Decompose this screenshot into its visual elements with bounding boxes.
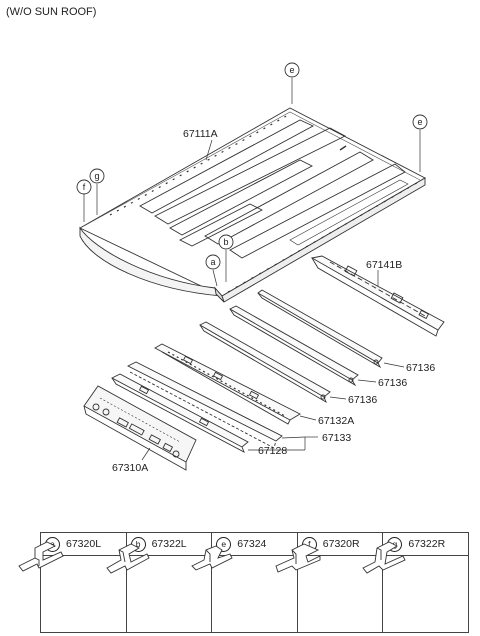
rail-67132A	[154, 343, 301, 425]
label-67133: 67133	[322, 432, 351, 444]
label-bow-2: 67136	[378, 377, 407, 389]
callout-e-top: e	[284, 62, 300, 78]
legend-part: 67320L	[66, 538, 102, 550]
legend-cell-a: a 67320L	[18, 533, 126, 632]
svg-text:a: a	[210, 257, 215, 267]
legend-part: 67320R	[322, 538, 360, 550]
clip-icon	[362, 541, 406, 574]
label-rear-rail: 67141B	[366, 259, 402, 271]
front-header	[83, 385, 197, 471]
svg-text:g: g	[94, 171, 99, 181]
clip-icon	[18, 541, 64, 572]
clip-icon	[191, 545, 233, 571]
legend-cell-e: e 67324	[191, 533, 297, 632]
roof-bow-3	[199, 321, 331, 404]
label-front-header: 67310A	[112, 462, 148, 474]
legend-part: 67324	[237, 538, 267, 550]
label-roof-panel: 67111A	[183, 128, 218, 140]
label-67128: 67128	[258, 445, 287, 457]
exploded-view: e e g f a b 67111A 67141B 67136 67136 6	[76, 62, 445, 474]
legend-key: e	[216, 536, 232, 552]
label-67132A: 67132A	[318, 415, 354, 427]
legend-cell-g: g 67322R	[362, 533, 468, 632]
callout-f: f	[76, 179, 92, 195]
legend-part: 67322L	[151, 538, 187, 550]
svg-text:e: e	[289, 65, 294, 75]
svg-text:e: e	[417, 117, 422, 127]
callout-b: b	[218, 234, 234, 250]
rail-67128	[111, 373, 249, 453]
rail-67133	[126, 361, 283, 449]
clip-icon	[105, 543, 150, 574]
roof-bow-2	[229, 305, 359, 387]
legend-cell-b: b 67322L	[105, 533, 212, 632]
rear-rail	[310, 255, 445, 337]
legend-cell-f: f 67320R	[275, 533, 383, 632]
callout-a: a	[205, 254, 221, 270]
roof-bow-1	[257, 289, 383, 369]
clip-icon	[275, 543, 321, 573]
svg-text:f: f	[83, 182, 86, 192]
leader-lines	[83, 78, 421, 461]
diagram-title: (W/O SUN ROOF)	[6, 6, 97, 18]
label-bow-3: 67136	[348, 394, 377, 406]
callout-e-right: e	[412, 114, 428, 130]
callout-g: g	[89, 168, 105, 184]
legend-part: 67322R	[408, 538, 446, 550]
svg-text:b: b	[223, 237, 228, 247]
label-bow-1: 67136	[406, 362, 435, 374]
clip-legend-table: a 67320L b 67322L	[18, 532, 469, 633]
roof-panel	[79, 107, 426, 303]
